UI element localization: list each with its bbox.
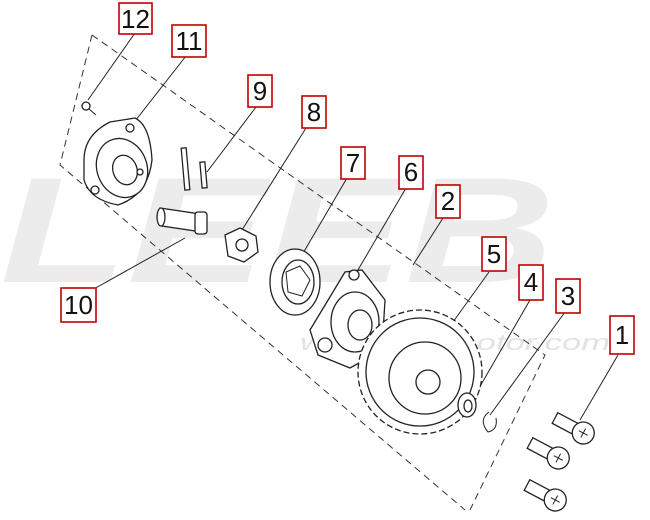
svg-text:4: 4 (524, 267, 538, 297)
callout-9: 9 (247, 74, 273, 108)
callout-5: 5 (481, 236, 507, 272)
svg-text:10: 10 (64, 290, 93, 320)
callout-4: 4 (518, 264, 544, 301)
svg-text:5: 5 (487, 239, 501, 269)
svg-text:8: 8 (307, 97, 321, 127)
driven-gear-part (357, 309, 483, 435)
pump-cover-part (83, 117, 153, 206)
washer-part (457, 392, 477, 418)
screw-part (81, 101, 97, 116)
inner-rotor-part (224, 227, 259, 263)
callout-2: 2 (435, 184, 461, 219)
mounting-bolts-part (523, 411, 595, 512)
callout-3: 3 (555, 278, 581, 314)
circlip-part (482, 411, 497, 433)
svg-text:11: 11 (176, 26, 203, 56)
svg-text:2: 2 (441, 186, 455, 216)
svg-text:6: 6 (404, 157, 418, 187)
pump-shaft-part (156, 207, 208, 235)
callout-6: 6 (398, 155, 424, 190)
callout-8: 8 (301, 95, 327, 129)
callout-labels: 12 11 9 8 10 7 6 2 (60, 2, 635, 355)
svg-text:7: 7 (346, 148, 360, 178)
callout-11: 11 (171, 24, 207, 58)
svg-text:12: 12 (121, 4, 150, 34)
callout-12: 12 (118, 2, 153, 35)
svg-text:1: 1 (615, 320, 629, 350)
svg-text:3: 3 (561, 281, 575, 311)
leader-lines (87, 32, 619, 421)
callout-7: 7 (340, 146, 366, 180)
outer-rotor-part (269, 248, 321, 316)
callout-1: 1 (609, 315, 635, 355)
svg-text:9: 9 (253, 76, 267, 106)
dowel-pins-part (180, 147, 208, 191)
callout-10: 10 (60, 287, 97, 323)
dashed-assembly-boundary (59, 34, 546, 511)
